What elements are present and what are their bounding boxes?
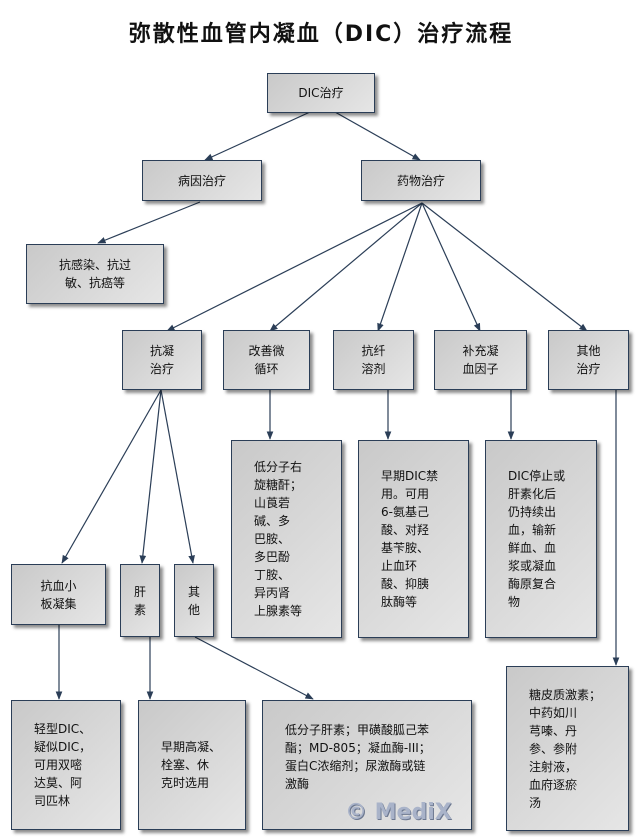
arrow-drug-to-anticoag	[166, 202, 423, 332]
node-antiplatelet-detail[interactable]: 轻型DIC、 疑似DIC， 可用双嘧 达莫、阿 司匹林	[11, 700, 121, 830]
node-microcirculation-detail[interactable]: 低分子右 旋糖酐； 山莨菪 碱、多 巴胺、 多巴酚 丁胺、 异丙肾 上腺素等	[231, 440, 342, 638]
node-supplement-detail[interactable]: DIC停止或 肝素化后 仍持续出 血，输新 鲜血、血 浆或凝血 酶原复合 物	[485, 440, 597, 638]
node-dic-treatment[interactable]: DIC治疗	[267, 73, 375, 113]
arrow-drug-to-other-treat	[421, 202, 588, 332]
node-heparin[interactable]: 肝 素	[120, 564, 160, 637]
node-antiplatelet[interactable]: 抗血小 板凝集	[11, 564, 106, 625]
arrow-root-to-cause	[204, 111, 311, 161]
arrow-drug-to-supplement	[421, 202, 481, 332]
node-supplement-factors[interactable]: 补充凝 血因子	[434, 330, 527, 390]
node-antifibrinolytic-detail[interactable]: 早期DIC禁 用。可用 6-氨基己 酸、对羟 基苄胺、 止血环 酸、抑胰 肽酶等	[358, 440, 469, 638]
arrow-cause-to-detail	[97, 201, 201, 244]
node-other-anticoagulant-detail[interactable]: 低分子肝素；甲磺酸胍己苯 酯；MD-805；凝血酶-III； 蛋白C浓缩剂；尿激…	[262, 700, 472, 830]
arrow-root-to-drug	[334, 111, 421, 161]
arrow-drug-to-fibrinolytic	[377, 202, 423, 332]
node-other-anticoagulant[interactable]: 其 他	[174, 564, 214, 637]
node-drug-treatment[interactable]: 药物治疗	[361, 160, 481, 201]
watermark-logo: © MediX	[345, 800, 452, 825]
arrow-anticoag-to-heparin	[139, 389, 162, 564]
node-other-treatment-detail[interactable]: 糖皮质激素； 中药如川 芎嗪、丹 参、参附 注射液， 血府逐瘀 汤	[506, 666, 629, 831]
arrow-other-to-detail	[194, 636, 314, 700]
page-title: 弥散性血管内凝血（DIC）治疗流程	[128, 22, 514, 47]
arrow-anticoag-to-antiplatelet	[61, 389, 162, 564]
node-anticoagulation[interactable]: 抗凝 治疗	[122, 330, 202, 390]
node-improve-microcirculation[interactable]: 改善微 循环	[223, 330, 310, 390]
node-cause-treatment[interactable]: 病因治疗	[142, 160, 262, 201]
node-other-treatment[interactable]: 其他 治疗	[548, 330, 629, 390]
arrow-anticoag-to-other	[160, 389, 195, 564]
node-heparin-detail[interactable]: 早期高凝、 栓塞、休 克时选用	[138, 700, 246, 830]
node-cause-detail[interactable]: 抗感染、抗过 敏、抗癌等	[26, 244, 164, 304]
node-antifibrinolytic[interactable]: 抗纤 溶剂	[333, 330, 414, 390]
arrow-drug-to-microcirc	[269, 202, 423, 332]
